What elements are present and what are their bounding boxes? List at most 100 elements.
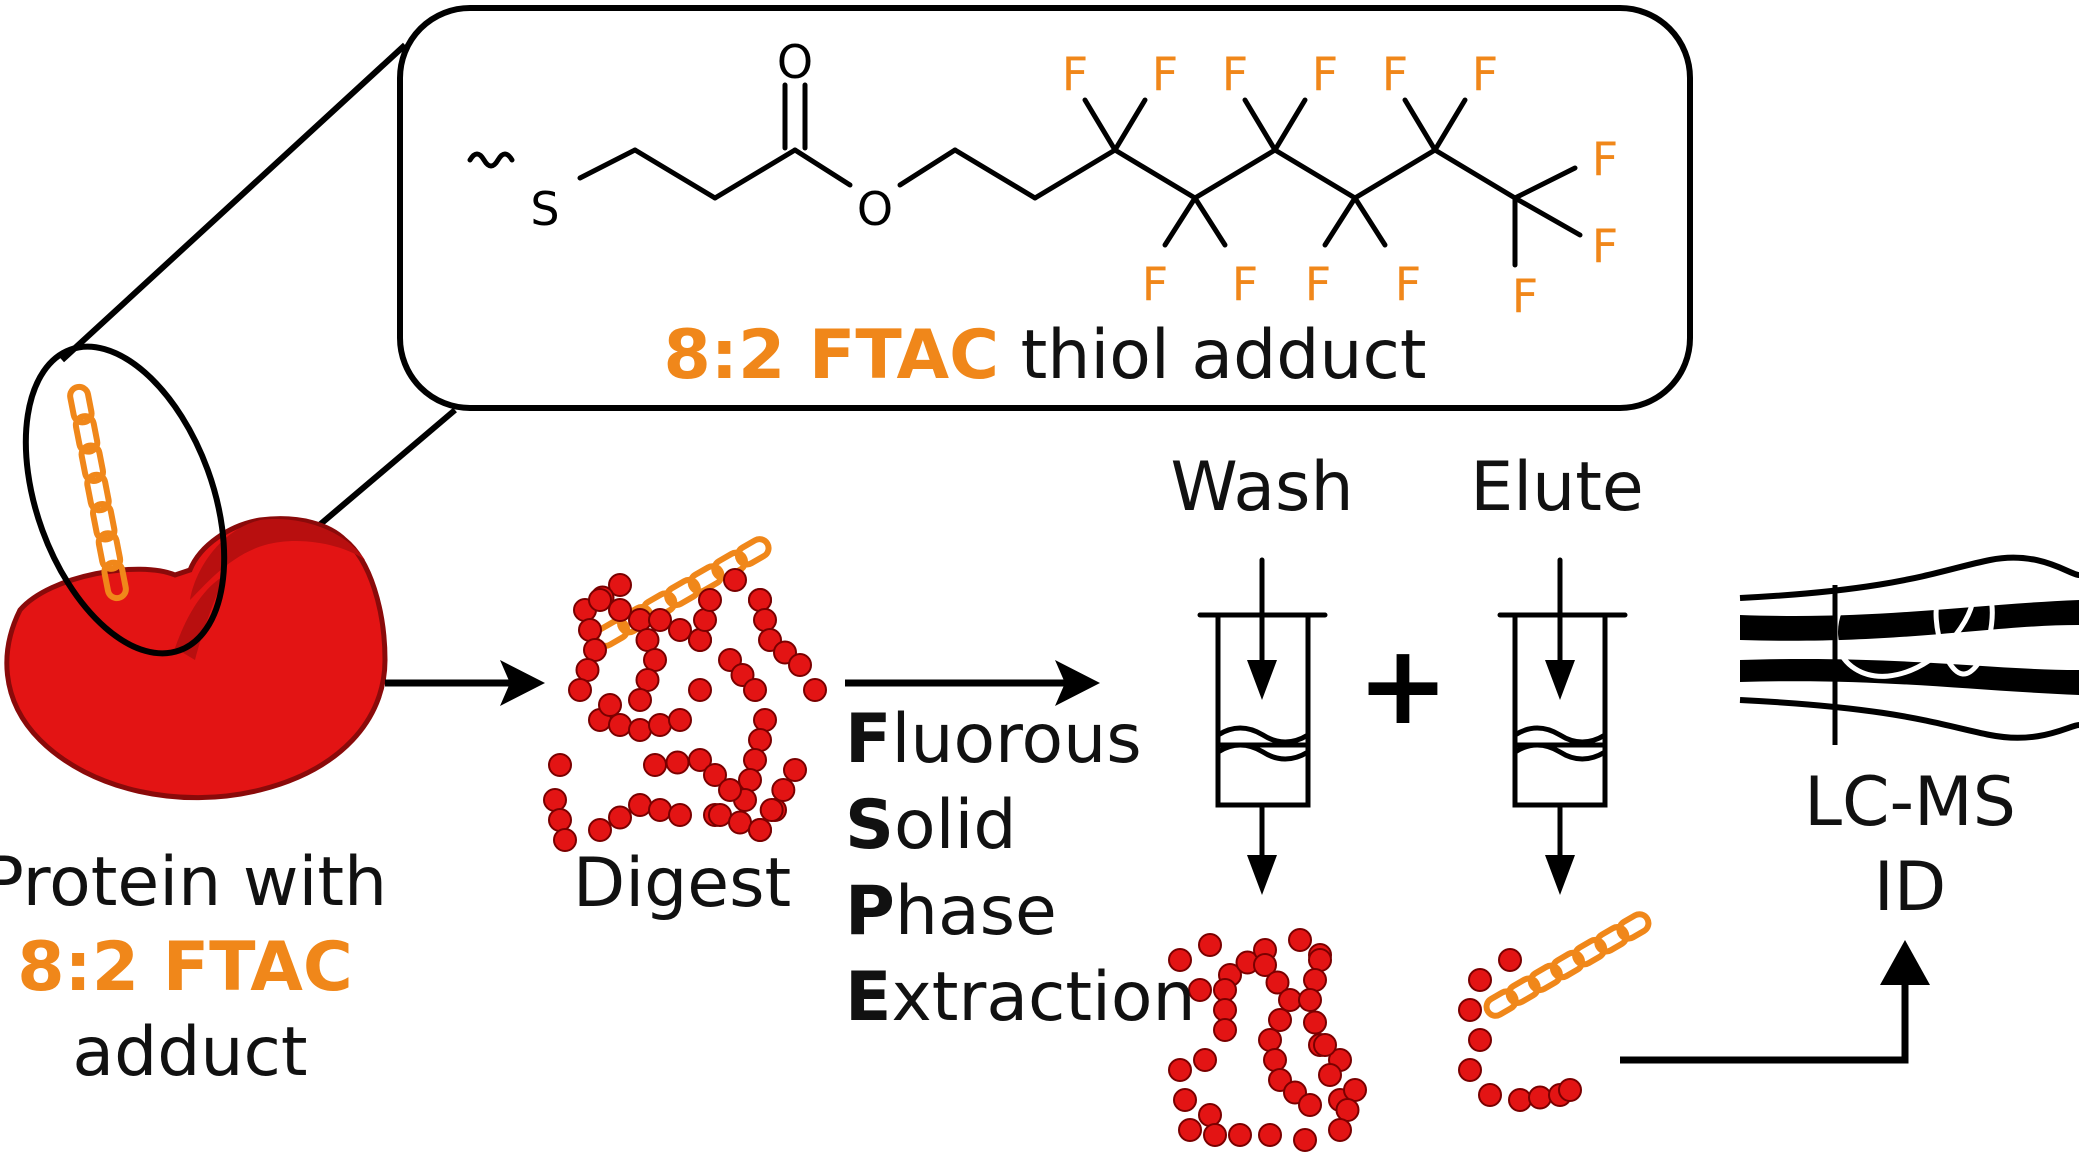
chain-link — [78, 442, 106, 484]
return-arrow — [1620, 940, 1930, 1064]
peptide-bead — [588, 818, 612, 842]
peptide-bead — [643, 648, 667, 672]
fspe-extraction: Extraction — [845, 958, 1196, 1037]
peptide-bead — [1263, 1048, 1287, 1072]
peptide-bead — [628, 793, 652, 817]
peptide-bead — [575, 658, 600, 682]
elute-cartridge — [1497, 557, 1628, 895]
fluorine-atom: F — [1395, 257, 1421, 311]
fluorine-atom: F — [1382, 47, 1408, 101]
peptide-bead — [1288, 928, 1312, 952]
peptide-bead — [608, 805, 632, 830]
peptide-bead — [1558, 1078, 1582, 1102]
peptide-bead — [1343, 1078, 1367, 1102]
peptide-bead — [1265, 970, 1290, 995]
wash-label: Wash — [1170, 448, 1353, 527]
peptide-bead — [628, 608, 652, 632]
peptide-bead — [608, 713, 632, 737]
peptide-bead — [543, 788, 567, 812]
chain-link — [664, 576, 701, 609]
peptide-bead — [748, 818, 772, 842]
peptide-bead — [759, 798, 784, 822]
peptide-bead — [708, 803, 732, 827]
peptide-bead — [1188, 978, 1212, 1002]
peptide-bead — [1468, 1028, 1492, 1052]
peptide-bead — [788, 653, 812, 677]
chain-link — [1549, 949, 1586, 981]
peptide-bead — [743, 678, 767, 702]
chain-link — [1483, 988, 1519, 1019]
peptide-bead — [583, 638, 607, 662]
peptide-bead — [723, 568, 747, 592]
peptide-bead — [548, 753, 572, 777]
chain-link — [90, 501, 118, 543]
fluorine-atom: F — [1592, 132, 1618, 186]
elute-label: Elute — [1470, 448, 1643, 527]
protein-label-line2: 8:2 FTAC — [17, 928, 353, 1007]
peptide-bead — [1268, 1008, 1292, 1032]
chain-link — [95, 530, 124, 572]
peptide-bead — [748, 588, 772, 612]
peptide-bead — [703, 763, 727, 787]
chain-link — [1527, 962, 1563, 994]
peptide-bead — [1213, 998, 1237, 1022]
peptide-bead — [635, 628, 660, 652]
peptide-bead — [1213, 978, 1237, 1002]
peptide-bead — [668, 618, 692, 642]
peptide-bead — [1335, 1098, 1360, 1122]
peptide-bead — [1278, 988, 1302, 1012]
fluorine-atom: F — [1232, 257, 1258, 311]
peptide-bead — [628, 718, 652, 742]
fluorine-atom: F — [1472, 47, 1498, 101]
fluorine-atom: F — [1305, 257, 1331, 311]
peptide-bead — [698, 588, 722, 612]
peptide-bead — [608, 573, 632, 597]
peptide-bead — [718, 778, 742, 802]
chain-link — [687, 563, 725, 595]
peptide-bead — [1203, 1123, 1227, 1147]
ester-oxygen-atom: O — [857, 182, 893, 236]
peptide-bead — [1458, 998, 1482, 1022]
peptide-bead — [1178, 1118, 1202, 1142]
peptide-bead — [1258, 1028, 1282, 1052]
peptide-bead — [771, 778, 796, 802]
chain-link — [1572, 936, 1608, 968]
plus-sign: + — [1357, 621, 1449, 749]
peptide-bead — [1328, 1118, 1352, 1142]
peptide-bead — [648, 608, 672, 632]
chain-link — [101, 559, 129, 602]
peptide-bead — [748, 728, 772, 752]
process-arrows — [385, 660, 1100, 706]
structure-atoms: S O O F F F F F F F F F F F F F — [530, 35, 1618, 323]
peptide-bead — [628, 688, 652, 712]
structure-caption: 8:2 FTAC thiol adduct — [663, 316, 1426, 395]
wavy-bond — [467, 151, 515, 169]
peptide-bead — [1168, 1058, 1192, 1082]
peptide-bead — [1213, 1018, 1237, 1042]
peptide-bead — [665, 750, 690, 775]
peptide-bead — [668, 803, 692, 827]
peptide-bead — [688, 628, 712, 652]
fluorine-atom: F — [1222, 47, 1248, 101]
peptide-bead — [1198, 933, 1222, 957]
peptide-beads — [543, 568, 1582, 1152]
chain-link — [1505, 975, 1541, 1006]
fluorine-atom: F — [1152, 47, 1178, 101]
peptide-bead — [1193, 1048, 1217, 1072]
peptide-bead — [588, 588, 612, 612]
peptide-bead — [1313, 1033, 1337, 1057]
peptide-bead — [688, 748, 712, 772]
wash-cartridge — [1197, 557, 1328, 895]
peptide-bead — [753, 708, 777, 732]
fluorine-atom: F — [1312, 47, 1338, 101]
peptide-bead — [688, 678, 712, 702]
fluorine-atom: F — [1142, 257, 1168, 311]
peptide-bead — [1468, 968, 1492, 992]
peptide-bead — [1298, 988, 1322, 1012]
peptide-bead — [783, 758, 807, 782]
fluorine-atom: F — [1512, 269, 1538, 323]
peptide-bead — [753, 608, 777, 632]
peptide-bead — [1308, 948, 1332, 972]
